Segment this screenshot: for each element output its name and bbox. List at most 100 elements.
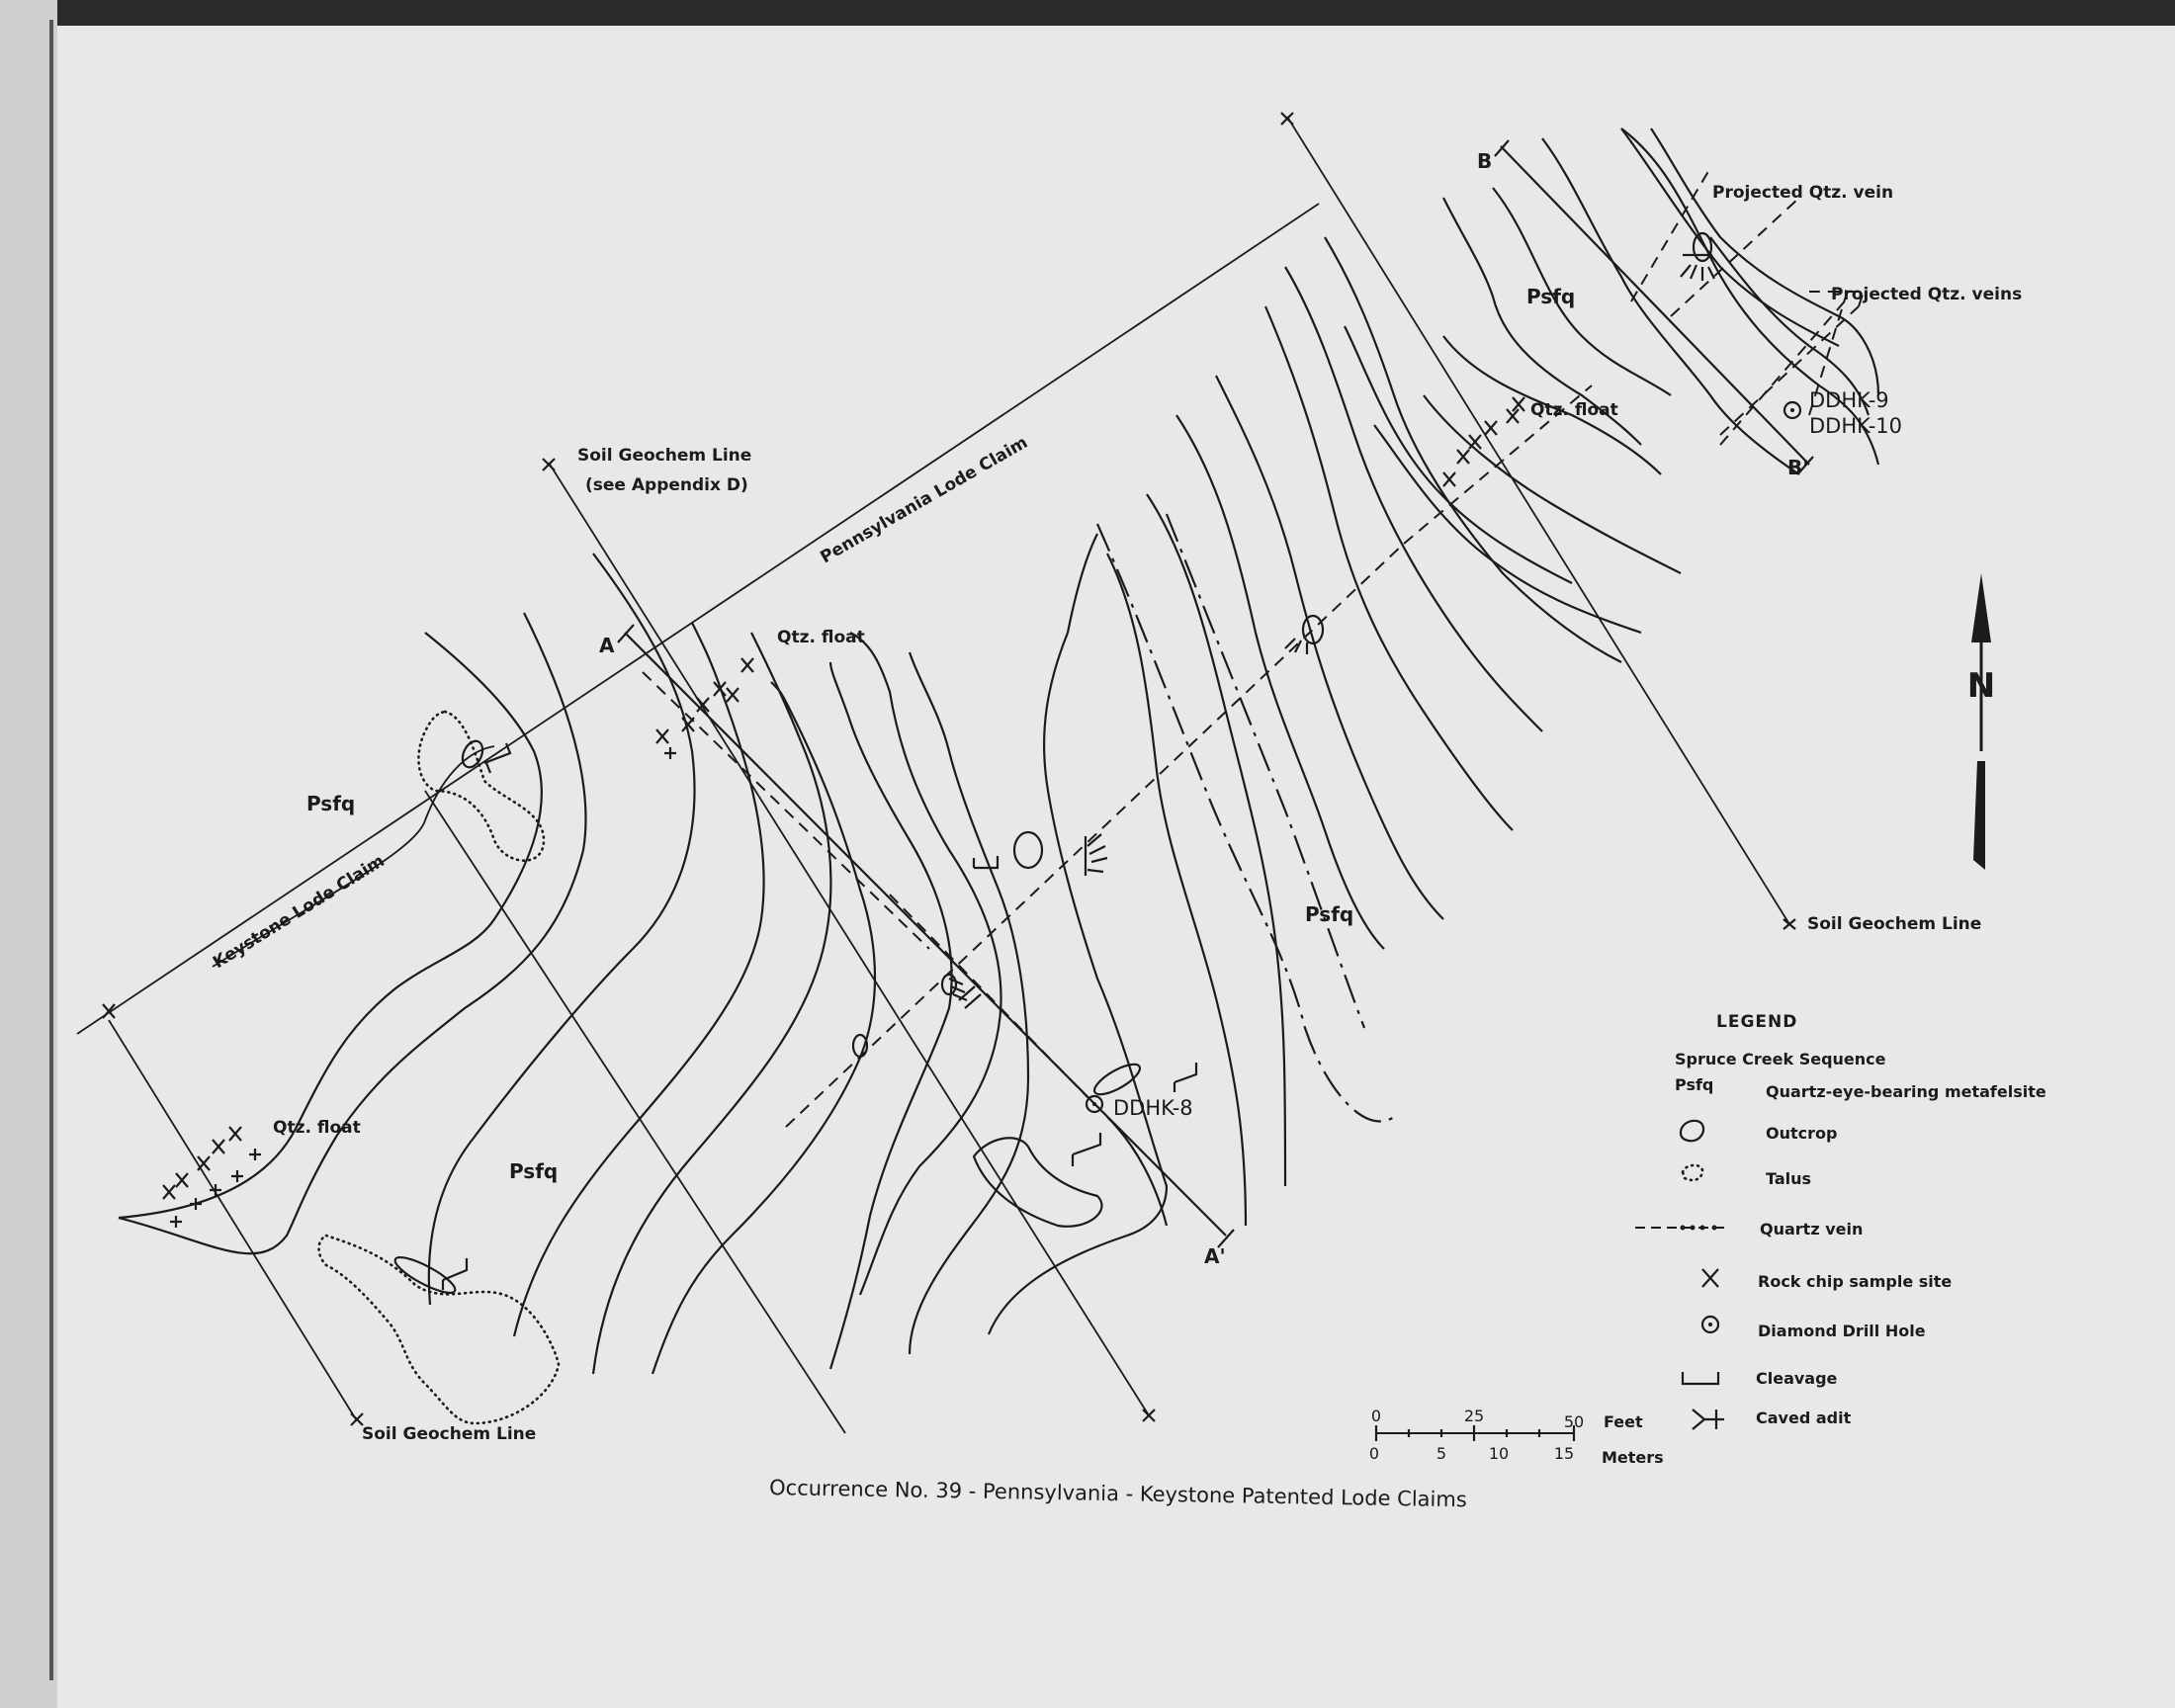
- caved-adit-symbol: [948, 977, 982, 1009]
- north-arrow: N: [1967, 573, 1995, 870]
- claim-boundaries: [76, 203, 1320, 1035]
- trend-line: [1442, 197, 1642, 446]
- scale-meter-tick: 10: [1489, 1444, 1509, 1463]
- quartz-vein-dot: [1699, 1225, 1705, 1231]
- trend-line: [1106, 553, 1248, 1227]
- soil-line-left: [108, 1019, 357, 1420]
- legend-title: LEGEND: [1716, 1012, 1797, 1032]
- quartz-vein-dashed: [785, 543, 1405, 1128]
- outcrop: [1301, 614, 1325, 645]
- rock-chip-x-group: [655, 657, 754, 744]
- legend-sequence: Spruce Creek Sequence: [1675, 1050, 1886, 1068]
- drill-hole-center: [1790, 408, 1794, 412]
- scan-left-edge: [0, 0, 57, 1708]
- cross-section-lines: [617, 139, 1814, 1248]
- drill-hole-ddhk-9-10: [1783, 400, 1802, 420]
- talus-outline: [317, 1234, 561, 1425]
- scale-bar: 0 25 50 Feet 0 5 10 15 Meters: [1369, 1407, 1664, 1467]
- outcrop: [461, 739, 484, 769]
- rock-chip-sample-sites: [162, 396, 1525, 1228]
- legend-item-talus: Talus: [1766, 1169, 1811, 1188]
- trend-line: [1263, 305, 1514, 831]
- outcrop: [1092, 1063, 1142, 1096]
- legend-item-outcrop: Outcrop: [1766, 1124, 1837, 1143]
- trend-line: [1066, 533, 1098, 634]
- drill-hole-symbol-ring: [1700, 1315, 1720, 1334]
- trend-line: [1492, 187, 1672, 396]
- drill-hole-ddhk-8: [1085, 1094, 1104, 1114]
- projected-qtz-veins: [1719, 296, 1850, 446]
- projected-qtz-veins-label: Projected Qtz. veins: [1831, 285, 2022, 304]
- north-label: N: [1967, 666, 1995, 706]
- outcrop: [940, 973, 958, 996]
- drill-hole-center: [1092, 1102, 1096, 1106]
- scale-meter-tick: 0: [1369, 1444, 1379, 1463]
- trend-line: [987, 632, 1169, 1335]
- section-line-a: [624, 632, 1227, 1237]
- north-arrow-head: [1971, 573, 1991, 642]
- trend-line: [118, 612, 587, 1255]
- trend-line: [1620, 128, 1840, 347]
- drill-hole-label-ddhk-9: DDHK-9: [1809, 388, 1889, 412]
- rock-chip-x-group: [162, 1126, 242, 1200]
- trend-line: [1442, 335, 1662, 475]
- qtz-float-label: Qtz. float: [777, 628, 865, 647]
- quartz-vein-dot: [1680, 1225, 1686, 1231]
- appendix-reference-label: (see Appendix D): [585, 475, 748, 495]
- cleavage-symbol: [1681, 1372, 1720, 1386]
- quartz-vein-dot: [1711, 1225, 1717, 1231]
- trend-line: [1541, 137, 1800, 475]
- legend: LEGEND Spruce Creek Sequence Psfq Quartz…: [1635, 1012, 2046, 1430]
- outcrop: [851, 1033, 869, 1059]
- soil-line-right: [1286, 116, 1790, 925]
- drill-hole-label-ddhk-10: DDHK-10: [1809, 414, 1902, 438]
- claim-boundary-line: [76, 203, 1320, 1035]
- trend-line: [1344, 325, 1573, 584]
- cleavage-symbol: [441, 1258, 469, 1290]
- legend-item-cleavage: Cleavage: [1756, 1369, 1838, 1388]
- scale-feet-tick: 25: [1464, 1407, 1484, 1425]
- outcrop: [1012, 830, 1044, 870]
- scale-feet-unit: Feet: [1604, 1412, 1643, 1431]
- north-arrow-tail: [1973, 761, 1985, 870]
- section-line-end-caps: [617, 139, 1814, 1248]
- scale-meter-unit: Meters: [1602, 1448, 1664, 1467]
- talus-outline: [417, 710, 546, 862]
- scan-top-edge: [0, 0, 2175, 26]
- caved-adit-symbol: [1084, 833, 1108, 876]
- trend-line: [1709, 236, 1870, 416]
- projected-qtz-vein-label: Projected Qtz. vein: [1712, 183, 1893, 203]
- soil-line-center: [548, 462, 1150, 1416]
- unit-label-psfq: Psfq: [1526, 285, 1575, 308]
- drill-hole-label-ddhk-8: DDHK-8: [1113, 1096, 1193, 1120]
- quartz-vein-dashed: [642, 671, 930, 950]
- caved-adit-symbol: [1692, 1409, 1724, 1430]
- section-label-a-prime: A': [1204, 1244, 1226, 1268]
- soil-geochem-line-label: Soil Geochem Line: [577, 446, 751, 466]
- unit-label-psfq: Psfq: [509, 1159, 558, 1183]
- scale-meter-tick: 5: [1436, 1444, 1446, 1463]
- small-cross-marks: [170, 747, 676, 1228]
- cleavage-symbol: [1071, 1133, 1102, 1166]
- talus-symbol: [1681, 1163, 1704, 1182]
- soil-geochem-line-label: Soil Geochem Line: [362, 1424, 536, 1444]
- quartz-vein-symbol: [1635, 1225, 1724, 1231]
- trend-line: [1423, 394, 1682, 574]
- quartz-veins: [642, 167, 1866, 1128]
- cleavage-symbol: [1173, 1063, 1198, 1092]
- unit-label-psfq: Psfq: [306, 792, 355, 815]
- outcrop: [1692, 231, 1713, 263]
- trend-line: [1373, 424, 1642, 635]
- rock-chip-x-mark: [1512, 396, 1525, 412]
- trend-line: [1175, 414, 1385, 950]
- trend-line: [1284, 266, 1543, 732]
- section-label-b-prime: B': [1787, 456, 1808, 479]
- soil-line-middle: [424, 790, 846, 1434]
- trend-line: [651, 681, 877, 1375]
- soil-line-end-ticks: [102, 112, 1796, 1426]
- unit-label-psfq: Psfq: [1305, 902, 1353, 926]
- trend-line: [591, 632, 832, 1375]
- outcrop-symbol: [1679, 1119, 1705, 1143]
